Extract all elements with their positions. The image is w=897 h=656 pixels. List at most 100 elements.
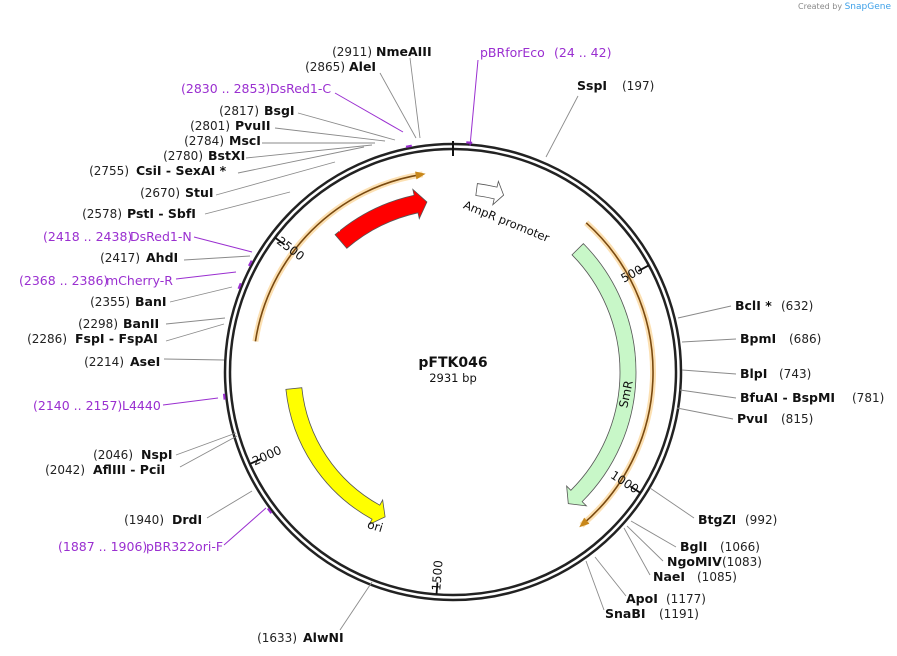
leader-line [626,525,664,562]
site-bpmi[interactable]: BpmI (686) [681,331,821,346]
primer-binding-mark [266,507,273,514]
feature-ori[interactable] [285,387,386,526]
plasmid-length: 2931 bp [429,371,477,385]
site-pvui[interactable]: PvuI (815) [676,407,813,426]
site-name: BtgZI [698,512,736,527]
site-ngomiv[interactable]: NgoMIV (1083) [626,525,762,569]
site-btgzi[interactable]: BtgZI (992) [649,487,777,527]
site-position: (2355) [90,295,130,309]
site-alwni[interactable]: (1633) AlwNI [257,581,373,645]
primer-name: DsRed1-C [270,81,331,96]
site-bsgi[interactable]: (2817) BsgI [219,103,396,141]
site-drdi[interactable]: (1940) DrdI [124,490,253,527]
primer-pbr322ori-f[interactable]: (1887 .. 1906) pBR322ori-F [58,507,267,554]
site-afliii-pcii[interactable]: (2042) AflIII - PciI [45,435,238,477]
leader-line [585,560,605,611]
leader-line [623,527,651,576]
site-naei[interactable]: NaeI (1085) [623,527,737,584]
primer-range: (2418 .. 2438) [43,229,132,244]
site-position: (2417) [100,251,140,265]
primer-range: (2830 .. 2853) [181,81,270,96]
leader-line [649,487,695,519]
site-name: BclI * [735,298,772,313]
primer-name: mCherry-R [106,273,173,288]
site-name: PvuI [737,411,768,426]
leader-line [165,317,226,325]
site-position: (815) [781,412,813,426]
site-name: BanI [135,294,167,309]
primer-name: DsRed1-N [130,229,192,244]
site-name: DrdI [172,512,202,527]
site-bfuai-bspmi[interactable]: BfuAI - BspMI (781) [679,389,884,405]
site-pvuii[interactable]: (2801) PvuII [190,118,386,142]
site-blpi[interactable]: BlpI (743) [681,366,811,381]
leader-line [223,507,267,546]
primer-binding-mark [237,282,242,290]
feature-ampr-promoter[interactable] [475,179,505,206]
primer-mcherry-r[interactable]: (2368 .. 2386) mCherry-R [19,271,237,288]
primer-l4440[interactable]: (2140 .. 2157) L4440 [33,397,219,413]
scale-tick [274,236,286,246]
site-position: (1085) [697,570,737,584]
site-banii[interactable]: (2298) BanII [78,316,226,331]
site-position: (2784) [184,134,224,148]
site-csii-sexai[interactable]: (2755) CsiI - SexAI * [89,146,365,178]
site-apoi[interactable]: ApoI (1177) [594,556,706,606]
feature-dsred-express[interactable] [334,188,428,249]
site-position: (2578) [82,207,122,221]
site-name: BanII [123,316,159,331]
primer-range: (1887 .. 1906) [58,539,147,554]
site-snabi[interactable]: SnaBI (1191) [585,560,699,621]
site-name: AlwNI [303,630,344,645]
site-msci[interactable]: (2784) MscI [184,133,375,148]
primer-dsred1-c[interactable]: (2830 .. 2853) DsRed1-C [181,81,404,133]
leader-line [163,358,225,361]
site-sspi[interactable]: SspI (197) [545,78,654,158]
site-psti-sbfi[interactable]: (2578) PstI - SbfI [82,191,291,221]
site-name: AhdI [146,250,178,265]
primer-range: (24 .. 42) [554,45,611,60]
site-position: (2911) [332,45,372,59]
leader-line [215,161,336,196]
primer-dsred1-n[interactable]: (2418 .. 2438) DsRed1-N [43,229,253,253]
site-name: PstI - SbfI [127,206,196,221]
site-asei[interactable]: (2214) AseI [84,354,225,369]
site-alei[interactable]: (2865) AleI [305,59,417,139]
site-position: (2801) [190,119,230,133]
leader-line [162,397,219,406]
site-bgli[interactable]: BglI (1066) [630,520,760,554]
site-bstxi[interactable]: (2780) BstXI [163,144,373,163]
site-name: AflIII - PciI [93,462,165,477]
site-position: (1083) [722,555,762,569]
site-name: SspI [577,78,607,93]
site-bcli[interactable]: BclI * (632) [677,298,813,319]
site-position: (2670) [140,186,180,200]
primer-binding-mark [222,393,226,400]
site-name: AleI [349,59,376,74]
leader-line [334,92,404,133]
primer-pbrforeco[interactable]: pBRforEco (24 .. 42) [469,45,611,147]
site-stui[interactable]: (2670) StuI [140,161,336,200]
scale-tick [637,264,650,272]
site-position: (743) [779,367,811,381]
feature-smr[interactable] [566,243,637,507]
scale-tick [249,458,262,465]
right-orange-arc-arrowhead [579,517,590,528]
leader-line [681,369,737,375]
site-bani[interactable]: (2355) BanI [90,286,233,309]
site-ahdi[interactable]: (2417) AhdI [100,250,251,265]
site-name: NaeI [653,569,685,584]
primer-range: (2140 .. 2157) [33,398,122,413]
site-position: (2046) [93,448,133,462]
scale-tick [435,582,439,595]
leader-line [545,95,579,158]
site-position: (781) [852,391,884,405]
site-position: (1633) [257,631,297,645]
site-name: FspI - FspAI [75,331,158,346]
leader-line [630,520,677,548]
site-position: (686) [789,332,821,346]
site-name: AseI [130,354,160,369]
site-nspi[interactable]: (2046) NspI [93,432,237,462]
site-fspi-fspai[interactable]: (2286) FspI - FspAI [27,323,225,346]
site-nmeaiii[interactable]: (2911) NmeAIII [332,44,432,139]
